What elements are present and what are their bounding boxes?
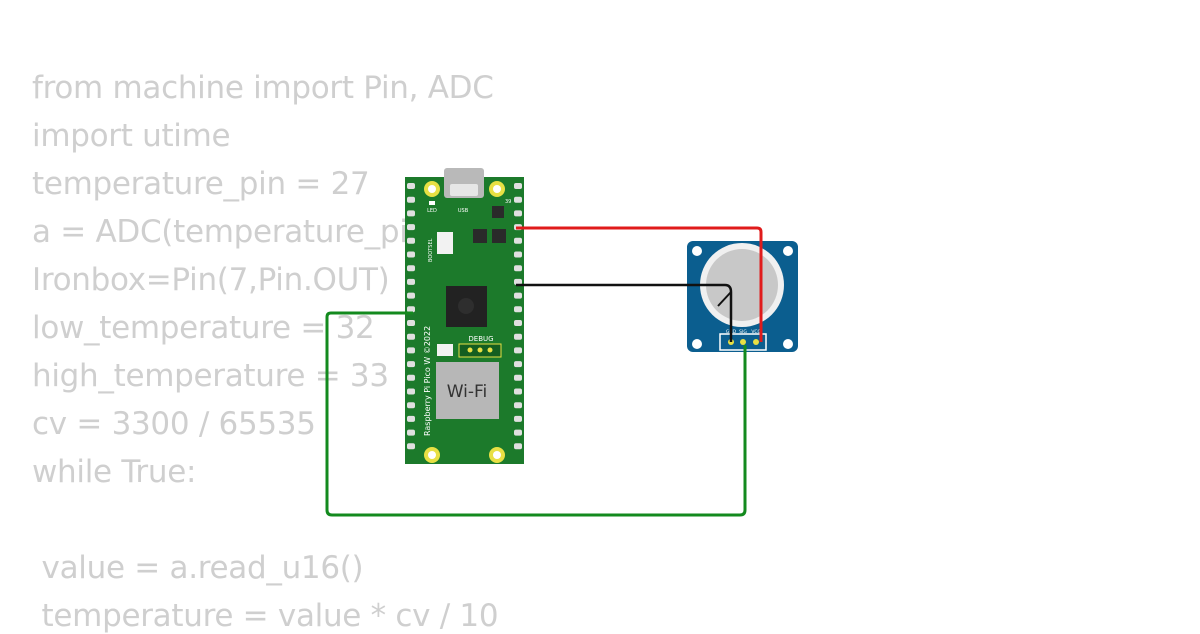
pin-pad[interactable] xyxy=(407,347,415,354)
bootsel-button[interactable] xyxy=(437,232,453,254)
pin-pad[interactable] xyxy=(407,320,415,326)
pin-pad[interactable] xyxy=(407,402,415,409)
pin-pad[interactable] xyxy=(514,347,522,354)
code-line: from machine import Pin, ADC xyxy=(32,70,494,106)
pin-sig-label: SIG xyxy=(739,329,747,335)
pin-pad[interactable] xyxy=(407,415,415,422)
pin-pad[interactable] xyxy=(514,292,522,299)
corner-pin-label: 39 xyxy=(505,199,511,205)
mounting-hole-center xyxy=(428,185,436,193)
pin-pad[interactable] xyxy=(514,265,522,272)
usb-port xyxy=(450,184,478,196)
pin-pad[interactable] xyxy=(514,251,522,258)
wire-vcc-red[interactable] xyxy=(516,226,763,342)
debug-label: DEBUG xyxy=(468,335,493,343)
code-line: a = ADC(temperature_pin) xyxy=(32,214,439,250)
pin-vcc[interactable] xyxy=(753,339,759,345)
pin-pad[interactable] xyxy=(407,224,415,231)
code-line: temperature = value * cv / 10 xyxy=(32,598,499,634)
pin-pad[interactable] xyxy=(514,320,522,326)
code-line: Ironbox=Pin(7,Pin.OUT) xyxy=(32,262,390,298)
led-label: LED xyxy=(427,208,437,214)
mounting-hole xyxy=(783,339,793,349)
code-line: import utime xyxy=(32,118,231,154)
wifi-module xyxy=(436,362,499,419)
pin-pad[interactable] xyxy=(514,388,522,395)
sensor-module[interactable]: GND SIG VCC xyxy=(687,241,798,352)
pin-pad[interactable] xyxy=(514,278,522,285)
pin-pad[interactable] xyxy=(514,333,522,340)
code-line: temperature_pin = 27 xyxy=(32,166,370,202)
code-line: cv = 3300 / 65535 xyxy=(32,406,316,442)
pin-pad[interactable] xyxy=(407,183,415,189)
chip xyxy=(492,206,504,218)
mounting-hole-center xyxy=(493,451,501,459)
board-name: Raspberry Pi Pico W ©2022 xyxy=(423,326,432,436)
pin-pad[interactable] xyxy=(407,306,415,313)
mounting-hole-center xyxy=(428,451,436,459)
raspberry-logo-icon xyxy=(458,298,474,314)
usb-label: USB xyxy=(458,208,469,214)
debug-pin xyxy=(487,347,493,353)
debug-pin xyxy=(477,347,483,353)
pin-pad[interactable] xyxy=(407,333,415,340)
code-line: while True: xyxy=(32,454,197,490)
pin-vcc-label: VCC xyxy=(751,329,760,335)
mounting-hole xyxy=(783,246,793,256)
pin-pad[interactable] xyxy=(407,388,415,395)
pin-pad[interactable] xyxy=(514,183,522,189)
pin-pad[interactable] xyxy=(407,251,415,258)
pin-pad[interactable] xyxy=(514,374,522,381)
wire-sig-green[interactable] xyxy=(325,311,747,517)
pin-pad[interactable] xyxy=(407,196,415,203)
wifi-label: Wi-Fi xyxy=(447,382,488,402)
pin-pad[interactable] xyxy=(407,429,415,436)
debug-pin xyxy=(467,347,473,353)
chip xyxy=(492,229,506,243)
pin-pad[interactable] xyxy=(407,361,415,368)
right-pin-header xyxy=(514,183,522,450)
pin-pad[interactable] xyxy=(407,237,415,244)
pin-pad[interactable] xyxy=(407,443,415,450)
pin-sig[interactable] xyxy=(740,339,746,345)
pico-board[interactable]: USB LED 39 BOOTSEL DEBUG Wi-Fi Raspberry… xyxy=(405,168,524,464)
code-line: value = a.read_u16() xyxy=(32,550,364,586)
pin-pad[interactable] xyxy=(514,402,522,409)
pin-pad[interactable] xyxy=(407,210,415,217)
pin-pad[interactable] xyxy=(407,374,415,381)
pin-pad[interactable] xyxy=(514,196,522,203)
pin-pad[interactable] xyxy=(514,210,522,217)
left-pin-header xyxy=(407,183,415,450)
pin-pad[interactable] xyxy=(407,292,415,299)
pin-pad[interactable] xyxy=(514,429,522,436)
smd-component xyxy=(437,344,453,356)
pin-pad[interactable] xyxy=(514,306,522,313)
wire-gnd-bend xyxy=(717,291,732,307)
pin-pad[interactable] xyxy=(407,278,415,285)
mounting-hole xyxy=(692,339,702,349)
mounting-hole xyxy=(692,246,702,256)
pin-pad[interactable] xyxy=(407,265,415,272)
mounting-hole-center xyxy=(493,185,501,193)
pin-pad[interactable] xyxy=(514,361,522,368)
code-line: high_temperature = 33 xyxy=(32,358,389,394)
led xyxy=(429,201,435,205)
wire-gnd-black[interactable] xyxy=(516,283,733,342)
chip xyxy=(473,229,487,243)
bootsel-label: BOOTSEL xyxy=(428,238,434,262)
pin-pad[interactable] xyxy=(514,443,522,450)
pin-pad[interactable] xyxy=(514,237,522,244)
pin-pad[interactable] xyxy=(514,415,522,422)
code-line: low_temperature = 32 xyxy=(32,310,375,346)
